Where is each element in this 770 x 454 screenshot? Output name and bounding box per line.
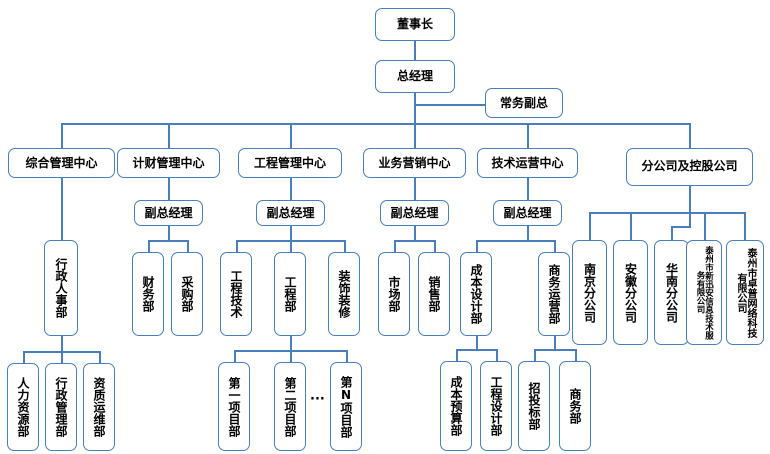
node-branch-holding-companies[interactable]: 分公司及控股公司	[626, 148, 753, 186]
connector-sub-ch3-a	[689, 212, 691, 226]
node-subsidiary-zhuopu-network-tech[interactable]: 泰州市卓普网络科技有限公司	[726, 240, 764, 345]
node-center-technical-operations[interactable]: 技术运营中心	[477, 148, 578, 178]
node-subsidiary-anhui[interactable]: 安徽分公司	[613, 240, 648, 345]
node-center-finance-management[interactable]: 计财管理中心	[117, 148, 220, 178]
node-subsidiary-nanjing[interactable]: 南京分公司	[572, 240, 607, 345]
connector-sub-ch2	[630, 212, 632, 240]
node-engineering-dept[interactable]: 工程部	[274, 252, 306, 336]
node-executive-vp[interactable]: 常务副总	[485, 88, 563, 118]
node-deputy-gm-marketing[interactable]: 副总经理	[380, 200, 449, 226]
node-project-dept-2[interactable]: 第二项目部	[274, 362, 306, 451]
connector-c2-ch1	[148, 240, 150, 252]
connector-admin-drop	[61, 336, 63, 351]
connector-c4-deputy-drop	[414, 226, 416, 240]
connector-drop-c4	[414, 123, 416, 148]
node-cost-budget-dept[interactable]: 成本预算部	[440, 361, 472, 451]
connector-admin-ch3	[99, 351, 101, 363]
node-sales-dept[interactable]: 销售部	[418, 252, 450, 336]
connector-drop-c2	[168, 123, 170, 148]
node-decoration-dept[interactable]: 装饰装修	[328, 252, 360, 336]
node-business-dept[interactable]: 商务部	[559, 361, 591, 451]
connector-c5-deputy-drop	[527, 226, 529, 240]
connector-sub-ch4	[704, 212, 706, 240]
connector-proj-ch1	[234, 350, 236, 362]
connector-sub-bus	[589, 212, 745, 214]
node-admin-management-dept[interactable]: 行政管理部	[45, 363, 77, 451]
connector-drop-c6	[689, 123, 691, 148]
connector-c3-deputy-drop	[290, 226, 292, 240]
connector-proj-ch3	[346, 350, 348, 362]
connector-bizops-drop	[554, 336, 556, 349]
connector-drop-c1	[61, 123, 63, 148]
connector-c3-deputy	[290, 178, 292, 200]
connector-eng-proj-drop	[290, 336, 292, 350]
connector-c3-ch2	[290, 240, 292, 252]
connector-c4-bus	[394, 240, 435, 242]
connector-c5-bus	[476, 240, 554, 242]
connector-bizops-ch1	[534, 349, 536, 361]
project-dept-ellipsis: ···	[310, 392, 325, 407]
connector-bizops-ch2	[575, 349, 577, 361]
connector-c2-ch2	[187, 240, 189, 252]
connector-admin-ch1	[23, 351, 25, 363]
connector-c5-ch1	[476, 240, 478, 252]
connector-c5-deputy	[527, 178, 529, 200]
connector-c6-drop	[689, 186, 691, 212]
node-cost-design-dept[interactable]: 成本设计部	[460, 252, 492, 336]
connector-sub-ch3-b	[671, 226, 691, 228]
node-business-operations-dept[interactable]: 商务运营部	[538, 252, 570, 336]
connector-c2-deputy-drop	[168, 226, 170, 240]
node-finance-dept[interactable]: 财务部	[132, 252, 164, 336]
node-bidding-dept[interactable]: 招投标部	[518, 361, 550, 451]
connector-c4-ch1	[394, 240, 396, 252]
connector-bizops-bus	[534, 349, 575, 351]
node-hr-resources-dept[interactable]: 人力资源部	[7, 363, 39, 451]
connector-c5-ch2	[554, 240, 556, 252]
node-center-comprehensive-management[interactable]: 综合管理中心	[8, 148, 115, 178]
connector-c4-ch2	[434, 240, 436, 252]
connector-sub-ch5	[744, 212, 746, 240]
connector-center-bus	[61, 123, 690, 125]
node-center-business-marketing[interactable]: 业务营销中心	[363, 148, 466, 178]
connector-admin-ch2	[61, 351, 63, 363]
connector-c1-admin	[61, 178, 63, 240]
connector-cost-ch1	[456, 349, 458, 361]
connector-gm-bus	[414, 93, 416, 123]
connector-c3-ch1	[236, 240, 238, 252]
node-general-manager[interactable]: 总经理	[375, 60, 455, 93]
connector-cost-ch2	[496, 349, 498, 361]
node-center-engineering-management[interactable]: 工程管理中心	[238, 148, 342, 178]
connector-c3-ch3	[344, 240, 346, 252]
node-subsidiary-south-china[interactable]: 华南分公司	[654, 240, 689, 345]
node-deputy-gm-technical[interactable]: 副总经理	[493, 200, 562, 226]
connector-sub-ch1	[589, 212, 591, 240]
node-chairman[interactable]: 董事长	[375, 8, 455, 41]
connector-cost-drop	[476, 336, 478, 349]
node-engineering-design-dept[interactable]: 工程设计部	[480, 361, 512, 451]
connector-c2-deputy	[168, 178, 170, 200]
connector-cost-bus	[456, 349, 497, 351]
node-project-dept-1[interactable]: 第一项目部	[218, 362, 250, 451]
connector-proj-ch2	[290, 350, 292, 362]
node-procurement-dept[interactable]: 采购部	[171, 252, 203, 336]
connector-drop-c3	[290, 123, 292, 148]
connector-gm-evp	[414, 104, 486, 106]
connector-sub-ch3-c	[671, 226, 673, 240]
connector-chairman-gm	[414, 41, 416, 66]
node-project-dept-n[interactable]: 第N项目部	[330, 362, 362, 451]
node-qualification-ops-dept[interactable]: 资质运维部	[83, 363, 115, 451]
connector-c4-deputy	[414, 178, 416, 200]
node-engineering-technology-dept[interactable]: 工程技术	[220, 252, 252, 336]
connector-c2-bus	[148, 240, 189, 242]
connector-drop-c5	[527, 123, 529, 148]
node-admin-hr-dept[interactable]: 行政人事部	[44, 240, 78, 336]
node-subsidiary-xinxunan-info-tech[interactable]: 泰州市新迅安信息技术服务有限公司	[686, 240, 722, 345]
node-deputy-gm-engineering[interactable]: 副总经理	[256, 200, 325, 226]
node-deputy-gm-finance[interactable]: 副总经理	[134, 200, 203, 226]
node-market-dept[interactable]: 市场部	[378, 252, 410, 336]
